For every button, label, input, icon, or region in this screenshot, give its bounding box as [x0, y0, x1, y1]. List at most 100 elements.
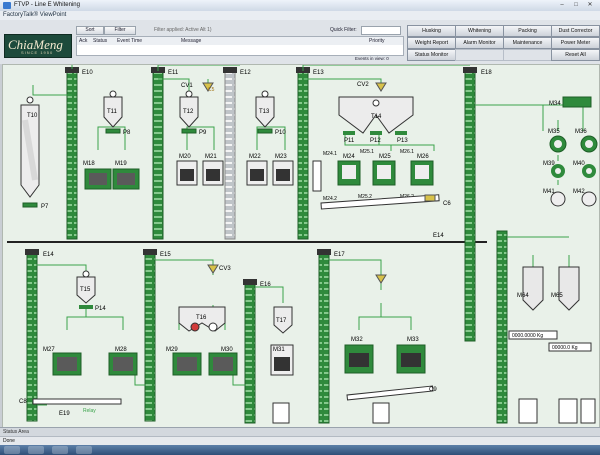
alarm-grid-body[interactable]: [76, 45, 404, 56]
nav-status-monitor-button[interactable]: Status Monitor: [407, 49, 456, 61]
col-priority[interactable]: Priority: [369, 38, 385, 44]
elevator-e13[interactable]: [296, 67, 310, 240]
elevator-right[interactable]: [496, 230, 508, 424]
minimize-button[interactable]: –: [560, 2, 564, 8]
machine-m28[interactable]: [108, 352, 138, 376]
hopper-t12[interactable]: [179, 90, 199, 128]
relay-note: Relay: [83, 408, 96, 414]
nav-maintenance-button[interactable]: Maintenance: [503, 37, 552, 49]
valve-cv3[interactable]: [207, 264, 219, 274]
label-t10: T10: [27, 113, 38, 119]
weight-display-1: [508, 330, 558, 340]
machine-m32[interactable]: [344, 344, 374, 374]
machine-m27[interactable]: [52, 352, 82, 376]
hopper-t14[interactable]: [338, 96, 414, 134]
taskbar-app-icon[interactable]: [76, 446, 92, 454]
conveyor-c8[interactable]: [32, 398, 122, 405]
col-ack[interactable]: Ack: [79, 38, 88, 44]
col-message[interactable]: Message: [181, 38, 202, 44]
hopper-t11[interactable]: [103, 90, 123, 128]
elevator-e18[interactable]: [463, 67, 477, 342]
taskbar: [0, 445, 600, 455]
machine-m22[interactable]: [246, 160, 268, 186]
label-t12: T12: [183, 109, 194, 115]
label-m28: M28: [115, 347, 127, 353]
taskbar-app-icon[interactable]: [52, 446, 68, 454]
hopper-t13[interactable]: [255, 90, 275, 128]
label-e10: E10: [82, 70, 93, 76]
machine-m24[interactable]: [337, 160, 361, 186]
elevator-e17[interactable]: [317, 249, 331, 424]
label-c5-top: C5: [208, 87, 215, 93]
machine-m34[interactable]: [562, 96, 592, 108]
machine-m25[interactable]: [372, 160, 396, 186]
maximize-button[interactable]: □: [574, 2, 578, 8]
nav-weight-report-button[interactable]: Weight Report: [407, 37, 456, 49]
label-e16: E16: [260, 282, 271, 288]
valve-cv2[interactable]: [375, 82, 387, 92]
motor-m36[interactable]: [580, 135, 598, 153]
elevator-e15[interactable]: [143, 249, 157, 422]
col-event-time[interactable]: Event Time: [117, 38, 143, 44]
motor-m40: [582, 164, 596, 178]
filter-button[interactable]: Filter: [104, 26, 136, 35]
nav-power-meter-button[interactable]: Power Meter: [551, 37, 600, 49]
elevator-e11[interactable]: [151, 67, 165, 240]
valve-cv1[interactable]: [202, 82, 214, 92]
status-text: Done: [3, 438, 15, 444]
machine-m26[interactable]: [410, 160, 434, 186]
elevator-e12[interactable]: [223, 67, 237, 240]
motor-m35[interactable]: [549, 135, 567, 153]
label-t17: T17: [276, 318, 287, 324]
close-button[interactable]: ✕: [587, 2, 593, 8]
label-cv2: CV2: [357, 82, 369, 88]
label-p9: P9: [199, 130, 207, 136]
taskbar-app-icon[interactable]: [28, 446, 44, 454]
machine-m30[interactable]: [208, 352, 238, 376]
machine-m19[interactable]: [112, 168, 140, 190]
conveyor-top[interactable]: [312, 160, 440, 210]
quick-filter-input[interactable]: [361, 26, 401, 35]
label-m32: M32: [351, 337, 363, 343]
elevator-e14[interactable]: [25, 249, 39, 422]
nav-alarm-monitor-button[interactable]: Alarm Monitor: [455, 37, 504, 49]
sort-button[interactable]: Sort: [76, 26, 104, 35]
machine-m20[interactable]: [176, 160, 198, 186]
valve-bottom: [375, 274, 387, 284]
elevator-e10[interactable]: [65, 67, 79, 240]
machine-m29[interactable]: [172, 352, 202, 376]
label-e19: E19: [59, 411, 70, 417]
nav-husking-button[interactable]: Husking: [407, 25, 456, 37]
col-status[interactable]: Status: [93, 38, 108, 44]
hopper-t10[interactable]: [20, 96, 40, 198]
nav-whitening-button[interactable]: Whitening: [455, 25, 504, 37]
elevator-e16[interactable]: [243, 279, 257, 424]
hopper-t17[interactable]: [273, 306, 293, 334]
silo-m64[interactable]: [522, 266, 544, 311]
machine-m33[interactable]: [396, 344, 426, 374]
nav-dust-corrector-button[interactable]: Dust Corrector: [551, 25, 600, 37]
label-cv1: CV1: [181, 83, 193, 89]
silo-m65[interactable]: [558, 266, 580, 311]
reset-all-button[interactable]: Reset All: [551, 49, 600, 61]
machine-m31[interactable]: [270, 344, 294, 376]
label-m40: M40: [573, 161, 585, 167]
start-button[interactable]: [4, 446, 20, 454]
machine-m21[interactable]: [202, 160, 224, 186]
menu-title[interactable]: FactoryTalk® ViewPoint: [3, 12, 67, 18]
hopper-t15[interactable]: [76, 270, 96, 304]
feeder-p11: [343, 131, 355, 135]
app-icon: [3, 2, 11, 9]
label-m25-2: M25.2: [358, 194, 372, 200]
label-e14-b: E14: [433, 233, 444, 239]
events-count: Events in view: 0: [355, 56, 389, 61]
label-e14: E14: [43, 252, 54, 258]
label-t16: T16: [196, 315, 207, 321]
label-m19: M19: [115, 161, 127, 167]
feeder-p7[interactable]: [22, 202, 38, 208]
machine-m18[interactable]: [84, 168, 112, 190]
hopper-t16[interactable]: [178, 306, 226, 332]
nav-packing-button[interactable]: Packing: [503, 25, 552, 37]
conveyor-c9[interactable]: [346, 385, 434, 401]
machine-m23[interactable]: [272, 160, 294, 186]
